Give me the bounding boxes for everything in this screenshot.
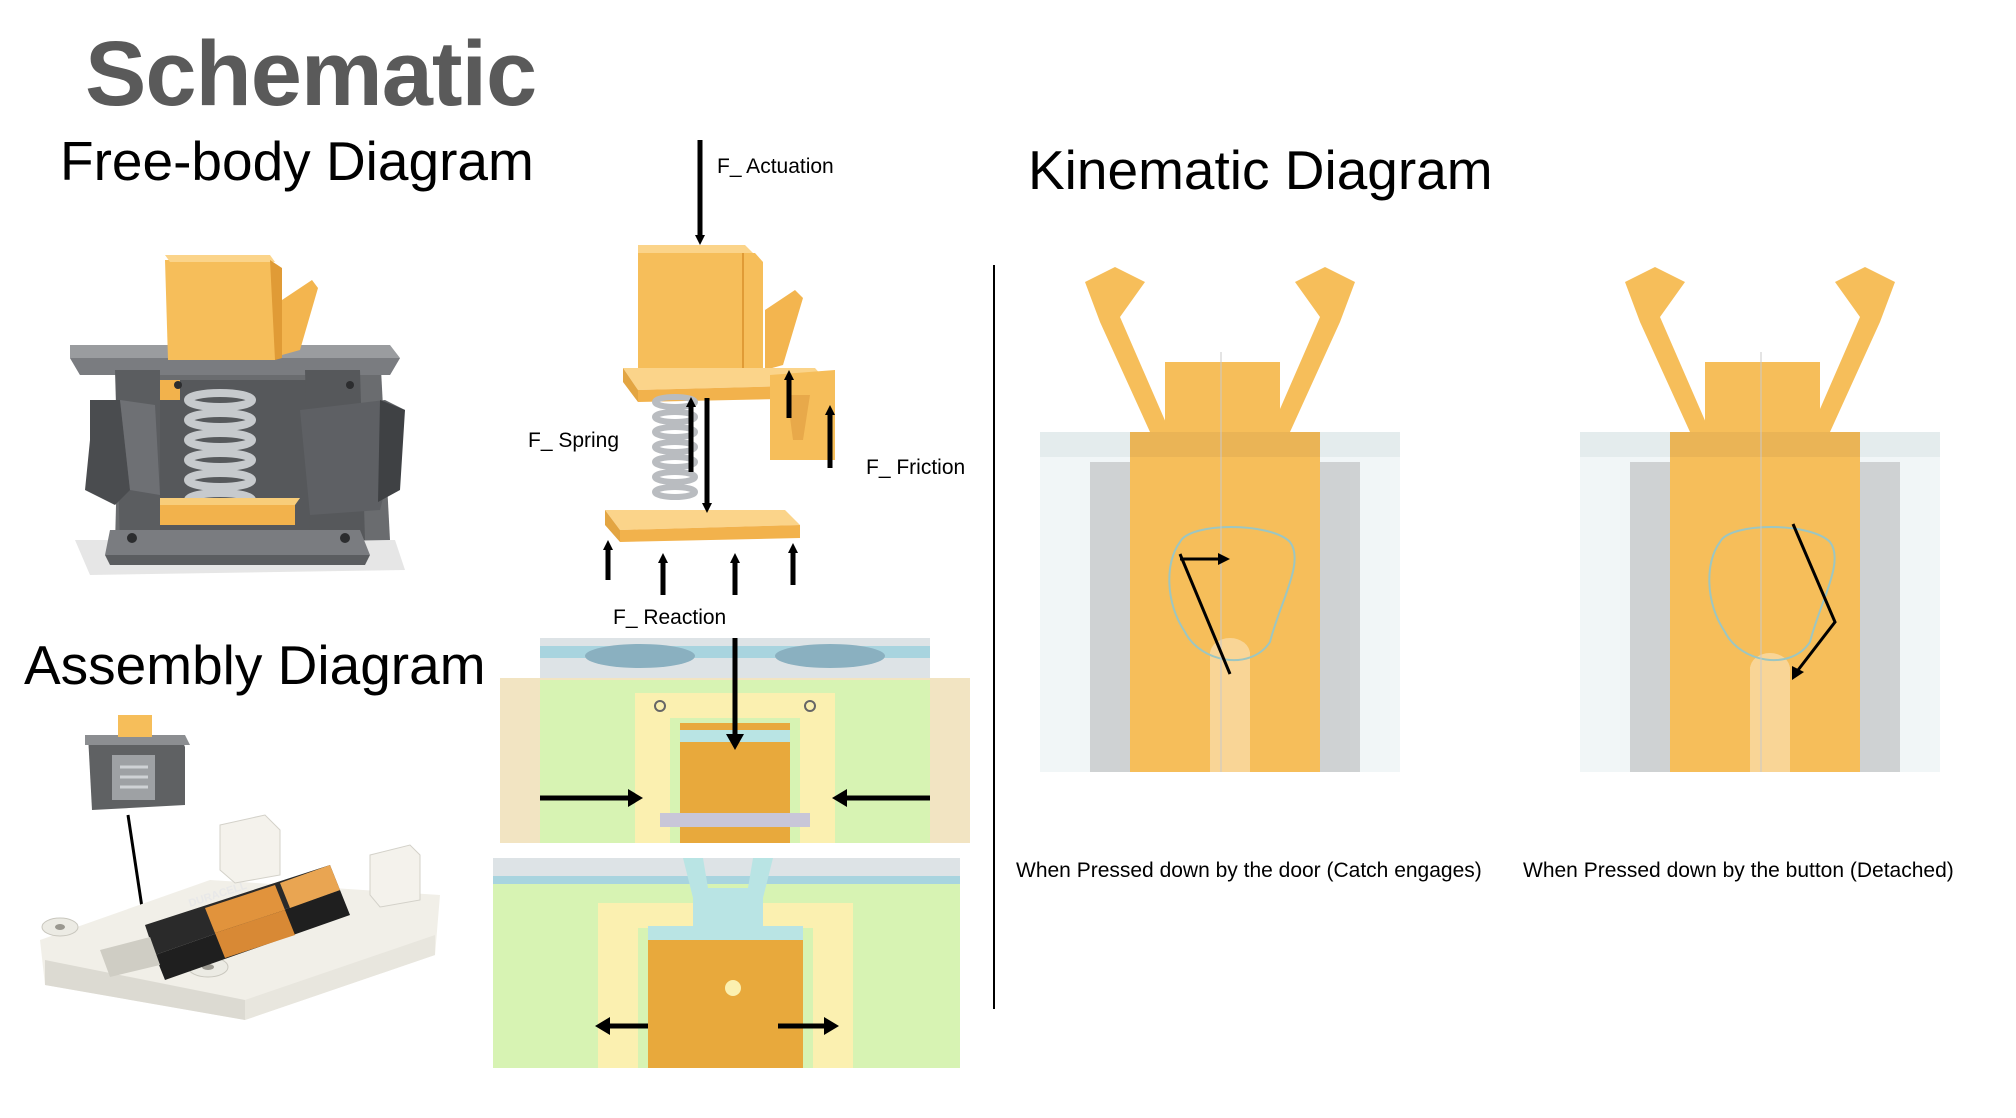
- force-label-reaction: F_ Reaction: [613, 606, 727, 629]
- page-title: Schematic: [85, 23, 537, 125]
- force-label-spring: F_ Spring: [528, 429, 620, 452]
- kinematic-view-door: [1040, 267, 1400, 772]
- latch-housing-render: [70, 255, 405, 575]
- section-divider: [993, 265, 995, 1009]
- caption-door-press: When Pressed down by the door (Catch eng…: [1016, 859, 1482, 882]
- section-view-released: [493, 858, 960, 1068]
- force-label-friction: F_ Friction: [866, 456, 966, 479]
- free-body-diagram-title: Free-body Diagram: [60, 130, 534, 192]
- section-view-pressed: [500, 638, 970, 843]
- caption-button-press: When Pressed down by the button (Detache…: [1523, 859, 1954, 882]
- free-body-force-diagram: [603, 140, 835, 595]
- force-label-actuation: F_ Actuation: [717, 155, 834, 178]
- kinematic-diagram-title: Kinematic Diagram: [1028, 139, 1493, 201]
- kinematic-view-button: [1580, 267, 1940, 772]
- assembly-render: DURACELL: [40, 715, 440, 1020]
- assembly-diagram-title: Assembly Diagram: [24, 634, 486, 696]
